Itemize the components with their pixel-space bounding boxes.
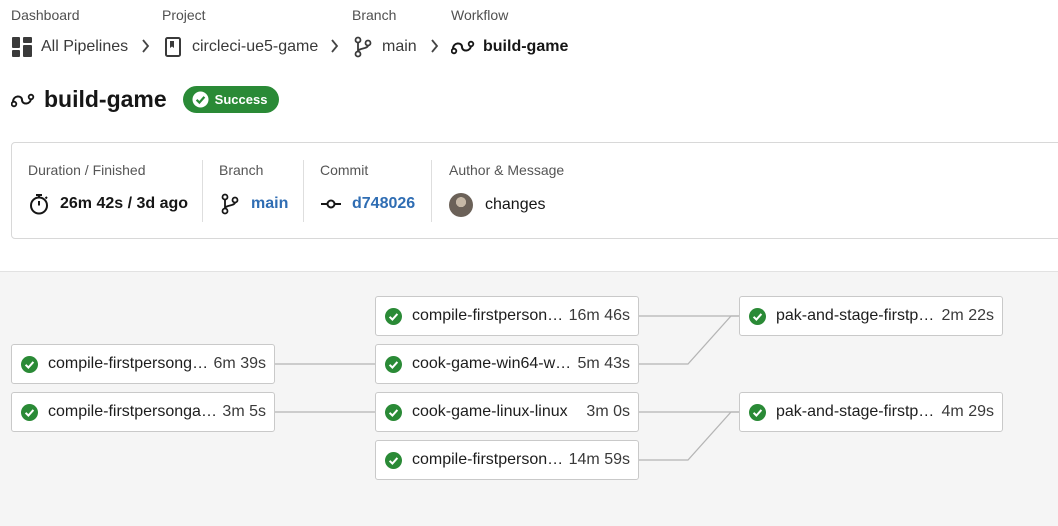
breadcrumb-dashboard-caption: Dashboard (11, 7, 80, 23)
author-value: changes (449, 193, 546, 217)
job-name: compile-firstpersonga… (48, 355, 210, 372)
avatar[interactable] (449, 193, 473, 217)
breadcrumb-workflow-current: build-game (451, 36, 568, 58)
job-name: pak-and-stage-firstper… (776, 403, 938, 420)
check-circle-icon (385, 307, 402, 325)
chevron-right-icon (331, 39, 339, 53)
author-label: Author & Message (449, 162, 565, 178)
job-duration: 3m 5s (222, 403, 266, 420)
breadcrumb-project-caption: Project (162, 7, 206, 23)
job-card[interactable]: cook-game-win64-win… 5m 43s (375, 344, 639, 384)
job-card[interactable]: compile-firstpersong… 16m 46s (375, 296, 639, 336)
divider (202, 160, 203, 222)
breadcrumb-workflow-value: build-game (483, 38, 569, 55)
status-badge: Success (182, 86, 280, 113)
job-card[interactable]: pak-and-stage-firstper… 2m 22s (739, 296, 1003, 336)
workflow-icon (451, 40, 475, 55)
branch-link[interactable]: main (219, 193, 288, 215)
check-circle-icon (385, 355, 402, 373)
job-duration: 16m 46s (568, 307, 630, 324)
breadcrumb-dashboard-link[interactable]: All Pipelines (11, 36, 128, 58)
breadcrumb-branch-caption: Branch (352, 7, 397, 23)
check-circle-icon (749, 307, 766, 325)
check-circle-icon (21, 355, 38, 373)
git-branch-icon (354, 36, 372, 58)
job-name: compile-firstpersong… (412, 307, 565, 324)
workflow-graph: compile-firstpersonga… 6m 39s compile-fi… (0, 271, 1058, 526)
divider (431, 160, 432, 222)
job-card[interactable]: cook-game-linux-linux 3m 0s (375, 392, 639, 432)
job-name: cook-game-win64-win… (412, 355, 574, 372)
duration-text: 26m 42s / 3d ago (60, 195, 189, 212)
chevron-right-icon (142, 39, 150, 53)
check-circle-icon (749, 403, 766, 421)
commit-link[interactable]: d748026 (320, 193, 415, 215)
job-duration: 14m 59s (568, 451, 630, 468)
duration-label: Duration / Finished (28, 162, 146, 178)
job-dependency-edges (274, 315, 740, 461)
breadcrumb-project-link[interactable]: circleci-ue5-game (162, 36, 318, 58)
job-duration: 4m 29s (941, 403, 994, 420)
job-name: compile-firstpersonga… (48, 403, 217, 420)
check-circle-icon (192, 91, 209, 108)
chevron-right-icon (431, 39, 439, 53)
job-duration: 2m 22s (941, 307, 994, 324)
commit-message: changes (485, 196, 546, 213)
commit-value: d748026 (352, 195, 416, 212)
branch-label: Branch (219, 162, 264, 178)
breadcrumb-branch-link[interactable]: main (352, 36, 417, 58)
breadcrumb-dashboard-value: All Pipelines (41, 38, 129, 55)
job-card[interactable]: pak-and-stage-firstper… 4m 29s (739, 392, 1003, 432)
breadcrumb-workflow-caption: Workflow (451, 7, 509, 23)
workflow-summary-card: Duration / Finished 26m 42s / 3d ago Bra… (11, 142, 1058, 239)
duration-value: 26m 42s / 3d ago (28, 193, 188, 215)
job-name: pak-and-stage-firstper… (776, 307, 938, 324)
job-name: compile-firstpersong… (412, 451, 565, 468)
bookmark-icon (165, 37, 181, 57)
job-duration: 6m 39s (213, 355, 266, 372)
status-badge-label: Success (214, 92, 268, 107)
page-title: build-game (44, 86, 167, 112)
breadcrumb-branch-value: main (382, 38, 417, 55)
check-circle-icon (385, 451, 402, 469)
git-commit-icon (321, 199, 341, 209)
job-duration: 5m 43s (577, 355, 630, 372)
divider (303, 160, 304, 222)
git-branch-icon (221, 193, 239, 215)
check-circle-icon (21, 403, 38, 421)
check-circle-icon (385, 403, 402, 421)
job-duration: 3m 0s (586, 403, 630, 420)
job-name: cook-game-linux-linux (412, 403, 568, 420)
commit-label: Commit (320, 162, 369, 178)
breadcrumb-project-value: circleci-ue5-game (192, 38, 319, 55)
workflow-icon (11, 93, 35, 107)
dashboard-grid-icon (12, 37, 32, 57)
job-card[interactable]: compile-firstpersonga… 6m 39s (11, 344, 275, 384)
branch-value: main (251, 195, 289, 212)
job-card[interactable]: compile-firstpersonga… 3m 5s (11, 392, 275, 432)
workflow-header: build-game Success (11, 86, 280, 113)
job-card[interactable]: compile-firstpersong… 14m 59s (375, 440, 639, 480)
stopwatch-icon (30, 194, 48, 215)
